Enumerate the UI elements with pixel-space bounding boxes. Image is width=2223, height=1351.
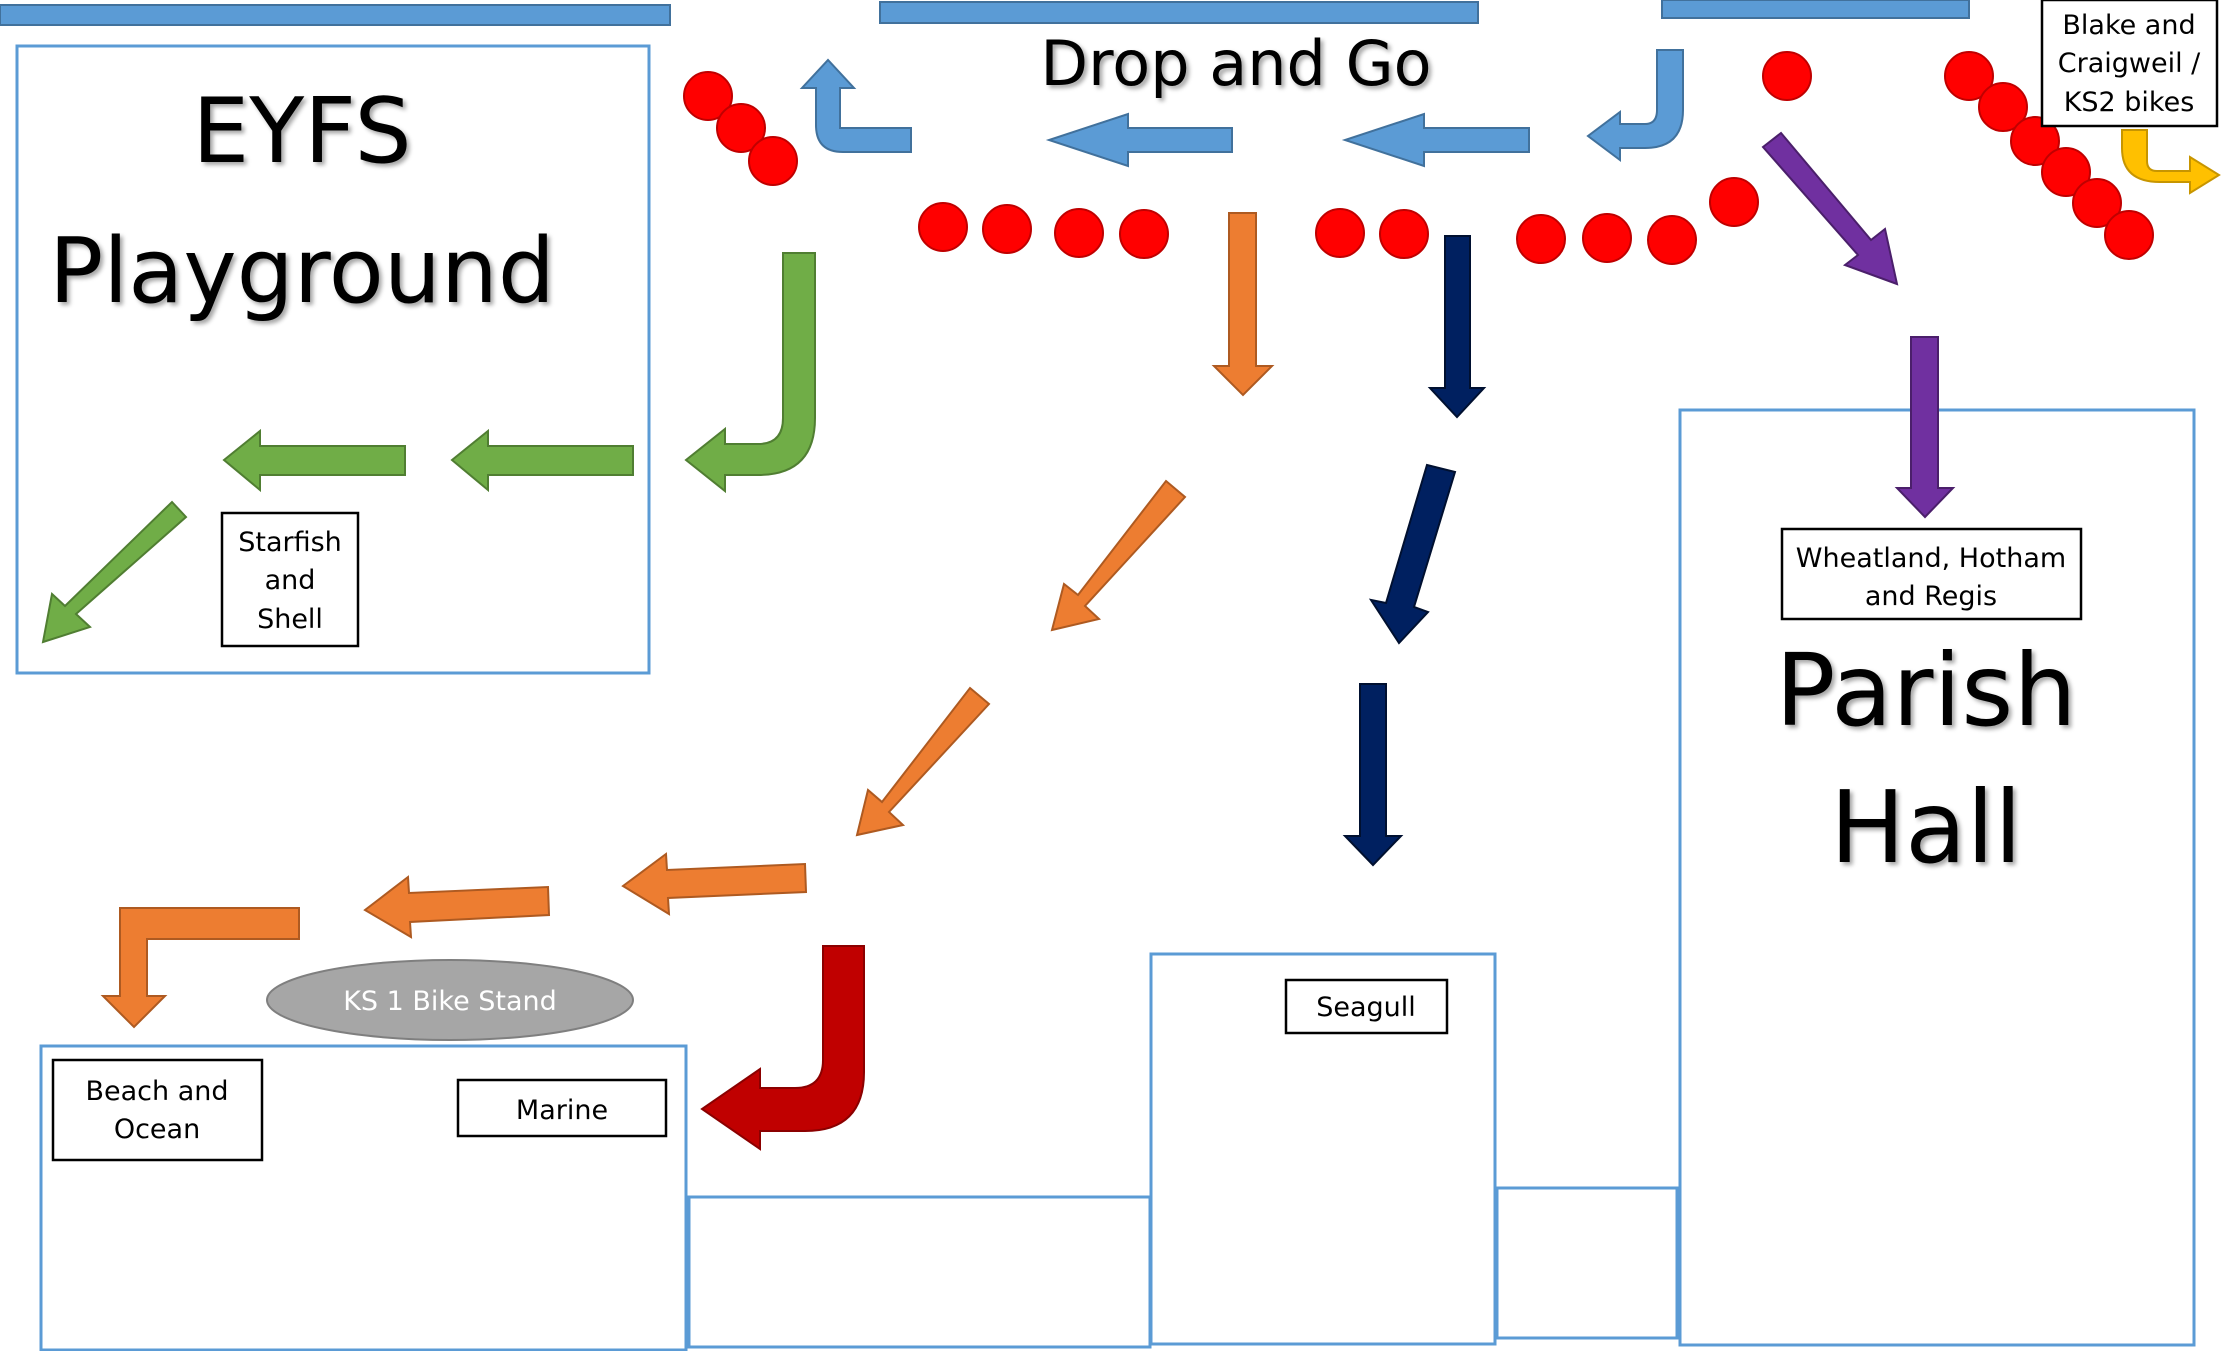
svg-text:Seagull: Seagull (1316, 992, 1416, 1023)
svg-text:Shell: Shell (257, 604, 323, 635)
eyfs-title: EYFS (192, 79, 411, 184)
parish-title: Parish (1775, 632, 2076, 749)
playground-title: Playground (49, 219, 555, 324)
green-left-arrow-1 (450, 428, 634, 493)
blake-craigweil-ks2-bikes-label: Blake and Craigweil / KS2 bikes (2040, 0, 2219, 128)
orange-bend-arrow (100, 907, 300, 1029)
navy-diagonal-arrow (1368, 463, 1457, 645)
svg-text:and Regis: and Regis (1865, 581, 1997, 612)
seagull-building (1149, 952, 1497, 1346)
beach-and-ocean-label: Beach and Ocean (51, 1058, 264, 1162)
road-bar-left (0, 4, 671, 26)
orange-diagonal-arrow-1 (1050, 479, 1187, 632)
drop-and-go-title: Drop and Go (1040, 27, 1431, 100)
purple-down-arrow (1894, 336, 1956, 519)
orange-left-arrow-1 (621, 852, 808, 916)
svg-text:Wheatland, Hotham: Wheatland, Hotham (1796, 543, 2066, 574)
svg-text:KS2 bikes: KS2 bikes (2064, 87, 2195, 118)
yellow-bend-arrow (2121, 129, 2221, 195)
orange-down-arrow (1211, 212, 1275, 397)
road-bar-middle (879, 1, 1479, 24)
green-diagonal-arrow (41, 500, 188, 644)
svg-text:Craigweil /: Craigweil / (2058, 48, 2201, 79)
svg-text:Marine: Marine (516, 1095, 608, 1126)
cone-dots (683, 51, 2154, 265)
svg-text:Starfish: Starfish (238, 527, 342, 558)
road-bar-right (1661, 0, 1970, 19)
svg-text:KS 1 Bike Stand: KS 1 Bike Stand (343, 986, 557, 1017)
beach-ocean-marine-building (39, 1044, 688, 1351)
small-building (1495, 1186, 1679, 1340)
green-left-arrow-2 (222, 428, 406, 493)
blue-bend-arrow-left (799, 58, 912, 153)
svg-text:Blake and: Blake and (2062, 10, 2195, 41)
hall-title: Hall (1830, 769, 2022, 886)
wheatland-hotham-regis-label: Wheatland, Hotham and Regis (1780, 527, 2083, 621)
svg-text:Beach and: Beach and (85, 1076, 228, 1107)
ks1-bike-stand: KS 1 Bike Stand (266, 959, 634, 1041)
blue-left-arrow-1 (1341, 112, 1530, 168)
navy-down-arrow-1 (1427, 235, 1487, 419)
purple-diagonal-arrow (1761, 131, 1899, 286)
svg-text:Ocean: Ocean (114, 1114, 200, 1145)
green-bend-arrow (684, 252, 816, 494)
starfish-and-shell-label: Starfish and Shell (220, 511, 360, 648)
orange-left-arrow-2 (363, 875, 551, 939)
blue-left-arrow-2 (1045, 112, 1233, 168)
blue-bend-arrow-right (1586, 49, 1684, 162)
navy-down-arrow-2 (1342, 683, 1404, 867)
seagull-label: Seagull (1284, 978, 1449, 1035)
marine-label: Marine (456, 1078, 668, 1138)
eyfs-playground-area (15, 44, 651, 675)
middle-building (687, 1195, 1152, 1349)
svg-text:and: and (265, 565, 316, 596)
red-bend-arrow (700, 945, 865, 1151)
orange-diagonal-arrow-2 (855, 686, 991, 837)
